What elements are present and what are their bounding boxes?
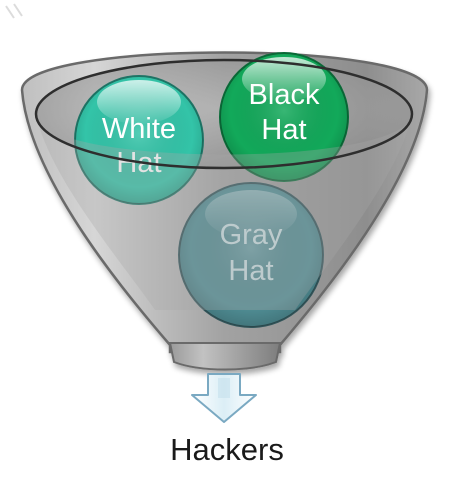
gray-hat-label-line1: Gray [220,219,283,251]
output-label: Hackers [170,432,284,467]
funnel-rim [34,58,414,170]
down-arrow-icon [191,373,257,423]
black-hat-label-line1: Black [249,79,320,111]
balls-layer: White Hat Black Hat Gray Hat [74,52,349,328]
black-hat-label-line2: Hat [261,114,306,146]
gray-hat-label-line2: Hat [228,255,273,287]
white-hat-ball: White Hat [74,75,204,205]
funnel-front-wall [36,114,412,310]
white-hat-label-line1: White [102,113,176,145]
black-hat-ball: Black Hat [219,52,349,182]
watermark-mark [5,3,23,19]
gray-hat-ball: Gray Hat [178,182,324,328]
funnel-neck [168,342,282,371]
